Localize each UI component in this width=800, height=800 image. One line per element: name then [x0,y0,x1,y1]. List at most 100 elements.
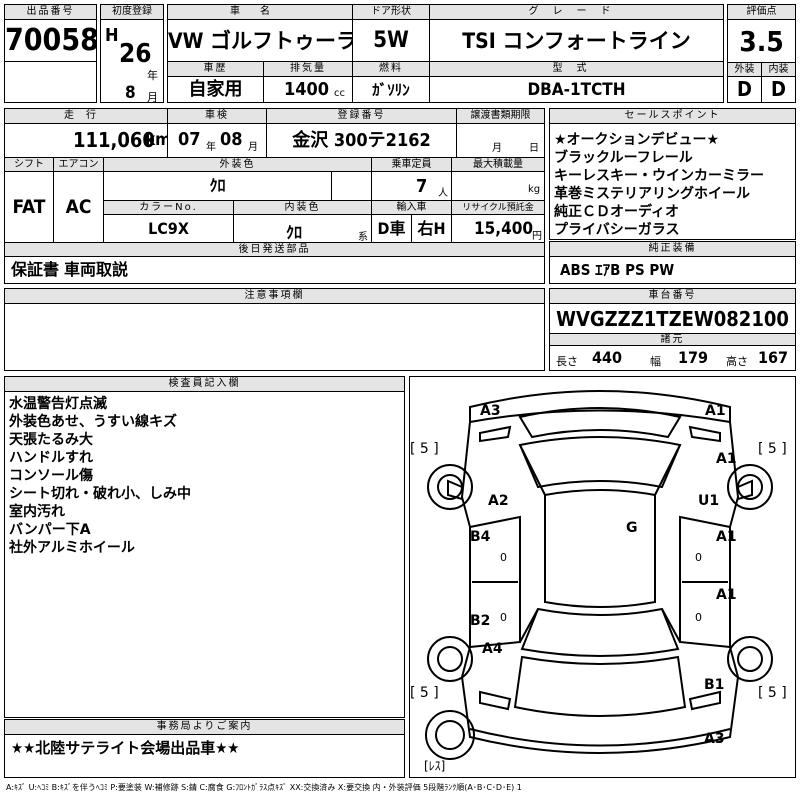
grade-value: TSI コンフォートライン [462,29,691,53]
recycle-value: 15,400 [474,219,534,239]
damage-a3-bottom: A3 [704,731,725,747]
capacity-label: 乗車定員 [372,157,452,172]
chassis-value: WVGZZZ1TZEW082100 [556,307,789,331]
capacity-cell: 7 人 [372,172,452,200]
transfer-day-unit: 日 [529,143,539,154]
max-load-cell: kg [452,172,544,200]
door-zero-2: 0 [695,551,702,564]
model-code-value: DBA-1TCTH [527,80,626,100]
spec-height-label: 高さ [726,355,748,368]
import-value2: 右H [412,215,452,242]
later-parts-value: 保証書 車両取説 [11,260,129,279]
car-diagram [425,390,773,760]
color-blank [332,172,372,200]
inspector-item: 天張たるみ大 [9,432,93,448]
interior-color-label: 内装色 [234,200,372,215]
history-label: 車歴 [168,62,264,77]
car-diagram-box: A3 A1 [ 5 ] [ 5 ] A2 A1 U1 G B4 A1 0 0 A… [409,376,796,778]
transfer-cell: 月 日 [457,124,544,157]
inspector-item: 水温警告灯点滅 [9,396,107,412]
import-label: 輸入車 [372,200,452,215]
damage-a1-top: A1 [705,403,726,419]
sales-point-item: 純正ＣＤオーディオ [554,204,680,220]
transfer-month-unit: 月 [492,143,502,154]
interior-color-unit: 系 [358,232,368,242]
score-box: 評価点 3.5 外装 内装 D D [727,4,796,103]
damage-a3-top: A3 [480,403,501,419]
first-reg-year: 26 [119,39,152,69]
first-registration-label: 初度登録 [101,5,163,20]
aircon-value: AC [54,172,104,242]
tire-front-left: [ 5 ] [410,441,439,457]
capacity-value: 7 [416,176,428,197]
spec-width-value: 179 [678,348,709,367]
damage-a1-r2: A1 [716,529,737,545]
mileage-label: 走行 [5,109,168,124]
notes-label: 注意事項欄 [5,289,544,304]
mileage-cell: 111,060 km [5,124,168,157]
legend: A:ｷｽﾞ U:ﾍｺﾐ B:ｷｽﾞを伴うﾍｺﾐ P:要塗装 W:補修跡 S:錆 … [6,783,522,792]
lot-number-box: 出品番号 70058 [4,4,97,62]
sales-points-label: セールスポイント [550,109,795,124]
shift-label: シフト [5,157,54,172]
inspection-year-unit: 年 [206,142,216,153]
fuel-value: ｶﾞｿﾘﾝ [353,77,430,103]
chassis-box: 車台番号 WVGZZZ1TZEW082100 諸元 長さ 440 幅 179 高… [549,288,796,371]
spare-tire-label: [ﾚｽ] [424,759,446,773]
interior-label: 内装 [762,62,795,77]
sales-point-item: ブラックルーフレール [554,150,693,166]
transfer-label: 譲渡書類期限 [457,109,544,124]
chassis-label: 車台番号 [550,289,795,304]
first-reg-month-unit: 月 [147,91,158,104]
damage-a1-r3: A1 [716,587,737,603]
fuel-label: 燃料 [353,62,430,77]
sales-points-list: ★オークションデビュー★ ブラックルーフレール キーレスキー・ウインカーミラー … [554,131,794,239]
car-name-label: 車名 [168,5,353,20]
inspector-item: 室内汚れ [9,504,65,520]
first-reg-year-unit: 年 [147,69,158,82]
damage-b2: B2 [470,613,491,629]
mileage-value: 111,060 [73,128,155,152]
inspector-item: 外装色あせ、うすい線キズ [9,414,177,430]
first-reg-era: H [105,25,119,46]
inspector-item: ハンドルすれ [9,450,93,466]
damage-b1: B1 [704,677,725,693]
interior-color-value: ｸﾛ [286,223,303,242]
sales-points-box: セールスポイント ★オークションデビュー★ ブラックルーフレール キーレスキー・… [549,108,796,240]
damage-b4: B4 [470,529,491,545]
recycle-label: リサイクル預託金 [452,200,544,215]
recycle-unit: 円 [532,231,542,242]
door-label: ドア形状 [353,5,430,20]
car-name-row: 車名 VW ゴルフトゥーラン ドア形状 5W グレード TSI コンフォートライ… [167,4,724,62]
damage-u1: U1 [698,493,720,509]
model-code-label: 型式 [430,62,723,77]
first-registration-box: 初度登録 H 26 年 8 月 [100,4,164,104]
door-zero-4: 0 [695,611,702,624]
max-load-label: 最大積載量 [452,157,544,172]
specs-label: 諸元 [550,333,795,346]
inspection-year: 07 [178,129,201,150]
interior-value: D [771,77,786,101]
color-no-label: カラーNo. [104,200,234,215]
inspector-item: バンパー下A [9,522,91,538]
import-value1: D車 [372,215,412,242]
shift-value: FAT [5,172,54,242]
plate-value: 金沢 300テ2162 [267,124,457,157]
inspector-label: 検査員記入欄 [5,377,404,392]
door-value: 5W [353,20,430,62]
later-parts-label: 後日発送部品 [5,242,544,257]
displacement-cell: 1400 cc [264,77,353,103]
damage-a4: A4 [482,641,503,657]
door-zero-3: 0 [500,611,507,624]
lot-number-blank [4,61,97,103]
door-zero-1: 0 [500,551,507,564]
sales-point-item: プライバシーガラス [554,222,680,238]
equipment-value: ABS ｴｱB PS PW [560,261,675,279]
equipment-label: 純正装備 [550,242,795,257]
damage-a2: A2 [488,493,509,509]
spec-width-label: 幅 [650,355,661,368]
office-value: ★★北陸サテライト会場出品車★★ [11,739,240,757]
color-no-value: LC9X [104,215,234,242]
inspector-item: コンソール傷 [9,468,93,484]
recycle-cell: 15,400 円 [452,215,544,242]
